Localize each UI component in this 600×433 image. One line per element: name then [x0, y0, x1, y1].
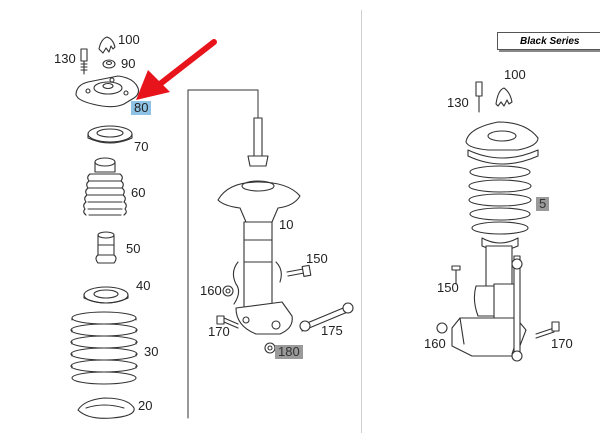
nut-180-icon — [264, 342, 276, 354]
nut-90-icon — [102, 59, 116, 69]
washer-160-icon — [222, 285, 234, 297]
label-50: 50 — [126, 241, 141, 256]
label-180-highlighted: 180 — [275, 345, 303, 359]
label-right-100: 100 — [504, 67, 526, 82]
bolt-130-icon — [80, 48, 88, 75]
shock-absorber-10-icon — [217, 117, 301, 335]
bolt-150-icon — [286, 264, 312, 277]
panel-divider — [361, 10, 362, 433]
bearing-70-icon — [87, 125, 133, 144]
label-70: 70 — [134, 139, 149, 154]
coil-spring-30-icon — [70, 311, 138, 385]
label-right-130: 130 — [447, 95, 469, 110]
label-10: 10 — [279, 217, 294, 232]
label-175: 175 — [321, 323, 343, 338]
label-40: 40 — [136, 278, 151, 293]
top-mount-80-icon — [75, 75, 140, 108]
cap-100-icon — [98, 36, 116, 54]
spring-seat-40-icon — [83, 286, 129, 304]
assembled-strut-icon — [436, 81, 560, 362]
label-80-highlighted: 80 — [131, 101, 152, 115]
spring-pad-20-icon — [77, 397, 135, 419]
label-30: 30 — [144, 344, 159, 359]
black-series-badge: Black Series — [497, 32, 600, 50]
label-130: 130 — [54, 51, 76, 66]
label-170: 170 — [208, 324, 230, 339]
assembly-bracket-line — [187, 89, 259, 419]
label-60: 60 — [131, 185, 146, 200]
label-right-150: 150 — [437, 280, 459, 295]
label-150: 150 — [306, 251, 328, 266]
bolt-170-icon — [216, 315, 239, 329]
dust-boot-60-icon — [83, 157, 127, 216]
bump-stop-50-icon — [95, 231, 117, 264]
stabilizer-link-175-icon — [299, 302, 354, 332]
label-100: 100 — [118, 32, 140, 47]
label-160: 160 — [200, 283, 222, 298]
label-90: 90 — [121, 56, 136, 71]
label-right-170: 170 — [551, 336, 573, 351]
label-right-5-highlighted: 5 — [536, 197, 550, 211]
label-right-160: 160 — [424, 336, 446, 351]
label-20: 20 — [138, 398, 153, 413]
callout-arrow-icon — [136, 39, 217, 100]
